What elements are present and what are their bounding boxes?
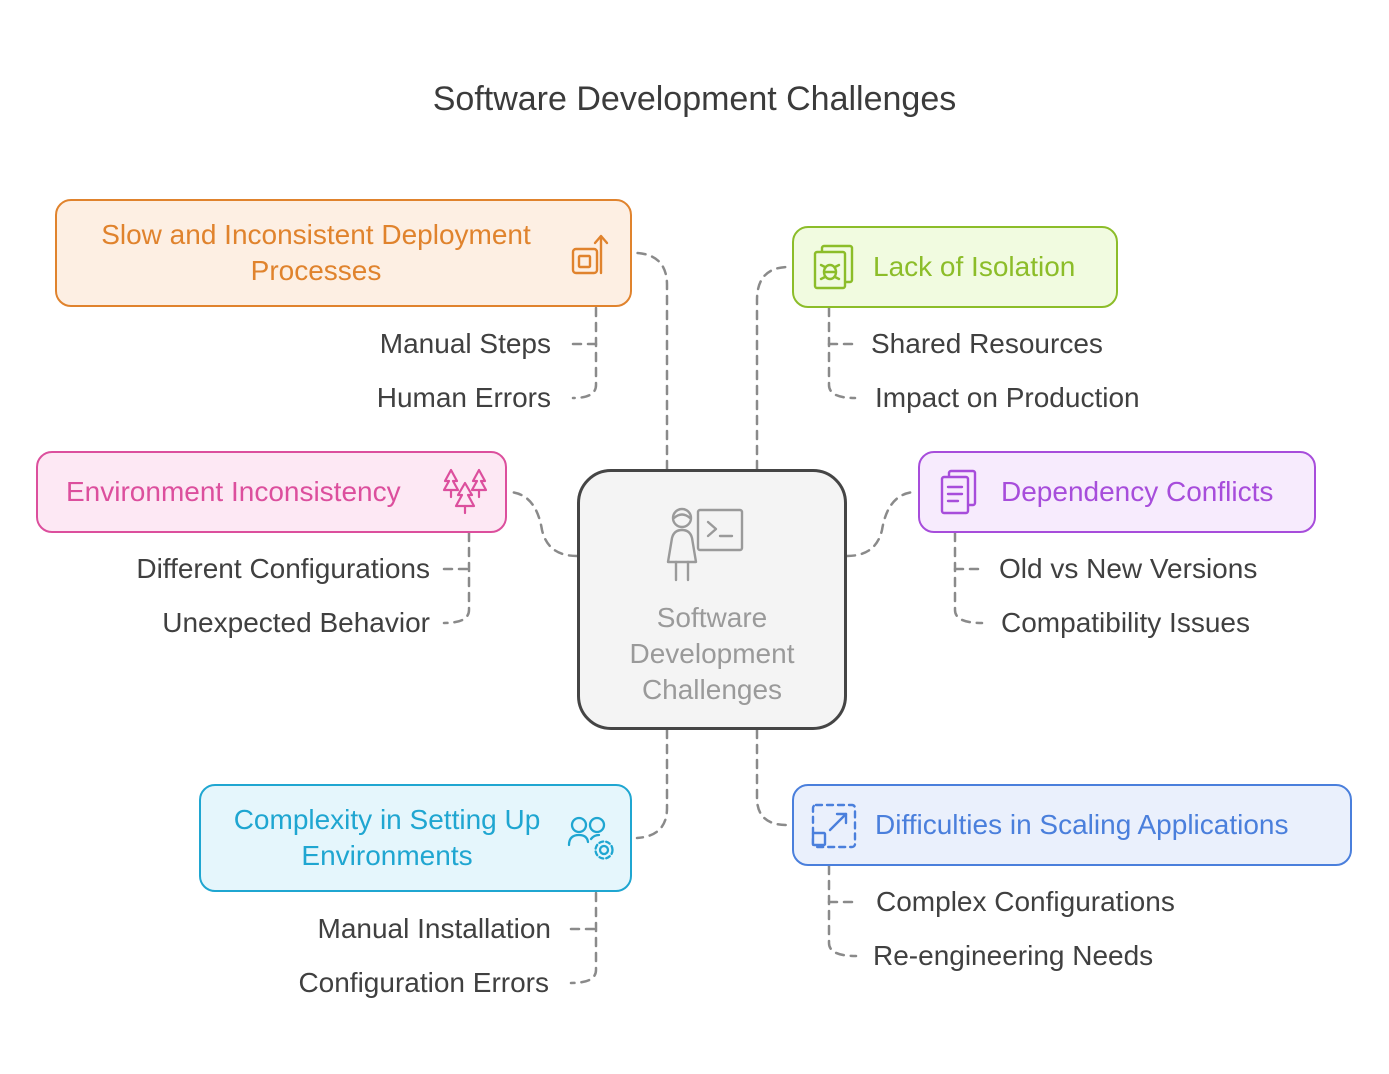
challenge-label: Environment Inconsistency — [66, 476, 401, 507]
deployment-item-1: Manual Steps — [379, 328, 551, 359]
scaling-item-2: Re-engineering Needs — [873, 940, 1154, 971]
documents-icon — [940, 469, 977, 515]
dependency-item-1: Old vs New Versions — [999, 553, 1258, 584]
deployment-item-2: Human Errors — [376, 382, 551, 413]
challenge-label: Difficulties in Scaling Applications — [875, 809, 1289, 840]
challenge-label: Lack of Isolation — [873, 251, 1076, 282]
connector-isolation — [755, 265, 789, 471]
challenge-setup: Complexity in Setting Up Environments — [199, 784, 632, 892]
isolation-item-2: Impact on Production — [875, 382, 1140, 413]
connector-deployment — [635, 251, 669, 471]
center-node: Software Development Challenges — [577, 469, 847, 730]
diagram-title: Software Development Challenges — [432, 80, 957, 118]
connector-dependency — [845, 490, 916, 558]
deploy-upload-icon — [571, 234, 609, 275]
isolation-item-1: Shared Resources — [871, 328, 1103, 359]
bug-sandbox-icon — [813, 244, 854, 290]
scaling-item-1: Complex Configurations — [876, 886, 1175, 917]
users-settings-icon — [567, 816, 614, 860]
connector-scaling — [755, 728, 789, 827]
setup-item-2: Configuration Errors — [298, 967, 549, 998]
challenge-isolation: Lack of Isolation — [792, 226, 1118, 308]
setup-item-1: Manual Installation — [317, 913, 551, 944]
challenge-scaling: Difficulties in Scaling Applications — [792, 784, 1352, 866]
connector-environment — [508, 490, 579, 558]
challenge-deployment: Slow and Inconsistent Deployment Process… — [55, 199, 632, 307]
environment-item-2: Unexpected Behavior — [162, 607, 430, 638]
trees-icon — [442, 468, 488, 515]
challenge-label: Complexity in Setting Up Environments — [233, 804, 541, 871]
developer-terminal-icon — [666, 507, 744, 582]
challenge-label: Slow and Inconsistent Deployment Process… — [101, 219, 531, 286]
challenge-label: Dependency Conflicts — [1001, 476, 1274, 507]
challenge-environment: Environment Inconsistency — [36, 451, 507, 533]
environment-item-1: Different Configurations — [136, 553, 430, 584]
center-label: Software Development Challenges — [629, 602, 795, 705]
scale-expand-icon — [811, 803, 857, 849]
dependency-item-2: Compatibility Issues — [1001, 607, 1250, 638]
challenge-dependency: Dependency Conflicts — [918, 451, 1316, 533]
connector-setup — [635, 728, 669, 840]
